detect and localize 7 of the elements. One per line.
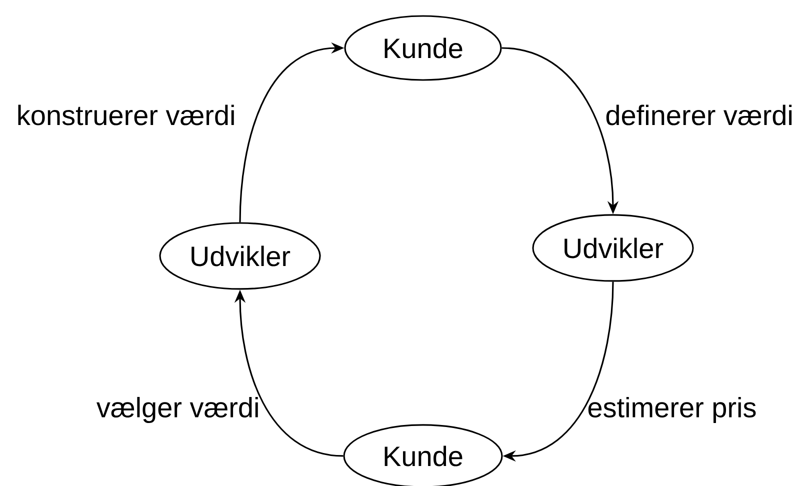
edge-label: definerer værdi [606, 104, 792, 126]
ellipse-node: Udvikler [532, 214, 694, 282]
ellipse-node: Kunde [344, 15, 502, 81]
edge-label: konstruerer værdi [18, 104, 234, 126]
ellipse-node: Udvikler [159, 222, 321, 290]
edge-label: vælger værdi [96, 396, 258, 424]
edge-label: estimerer pris [588, 396, 756, 424]
